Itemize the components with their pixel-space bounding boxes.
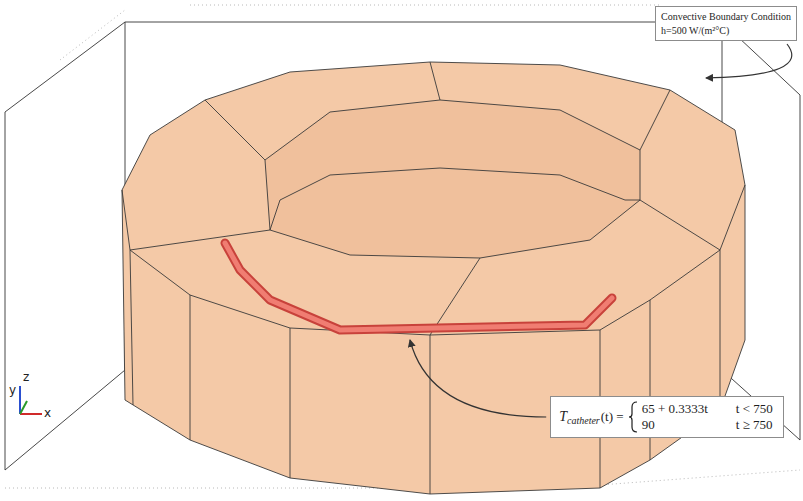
axis-label: x — [44, 406, 51, 420]
tissue-ring — [122, 62, 745, 494]
subscript: catheter — [567, 415, 600, 426]
equation-lhs: Tcatheter(t) = — [559, 409, 623, 425]
equation-text: 90 — [642, 418, 708, 433]
callout-text: Convective Boundary Condition — [661, 10, 791, 24]
axis-label: y — [9, 383, 16, 397]
symbol: T — [559, 409, 567, 425]
equation-text: t ≥ 750 — [736, 418, 773, 433]
callout-text: h=500 W/(m²°C) — [661, 24, 791, 38]
equation-text: t < 750 — [736, 402, 773, 417]
callout-box: Convective Boundary Conditionh=500 W/(m²… — [655, 6, 797, 41]
axis-triad — [20, 386, 42, 414]
case-table: 65 + 0.3333t t < 750 90 t ≥ 750 — [642, 402, 773, 433]
leader-arrow — [410, 340, 546, 417]
equation-text: (t) = — [601, 409, 624, 425]
catheter — [225, 243, 612, 330]
equation-box: Tcatheter(t) = 65 + 0.3333t t < 750 90 t ≥ 7… — [550, 396, 784, 438]
bounding-box-front — [5, 95, 800, 470]
axis-label: z — [23, 370, 29, 384]
equation-text: 65 + 0.3333t — [642, 402, 708, 417]
brace-symbol — [628, 401, 638, 433]
leader-arrow — [706, 44, 792, 78]
